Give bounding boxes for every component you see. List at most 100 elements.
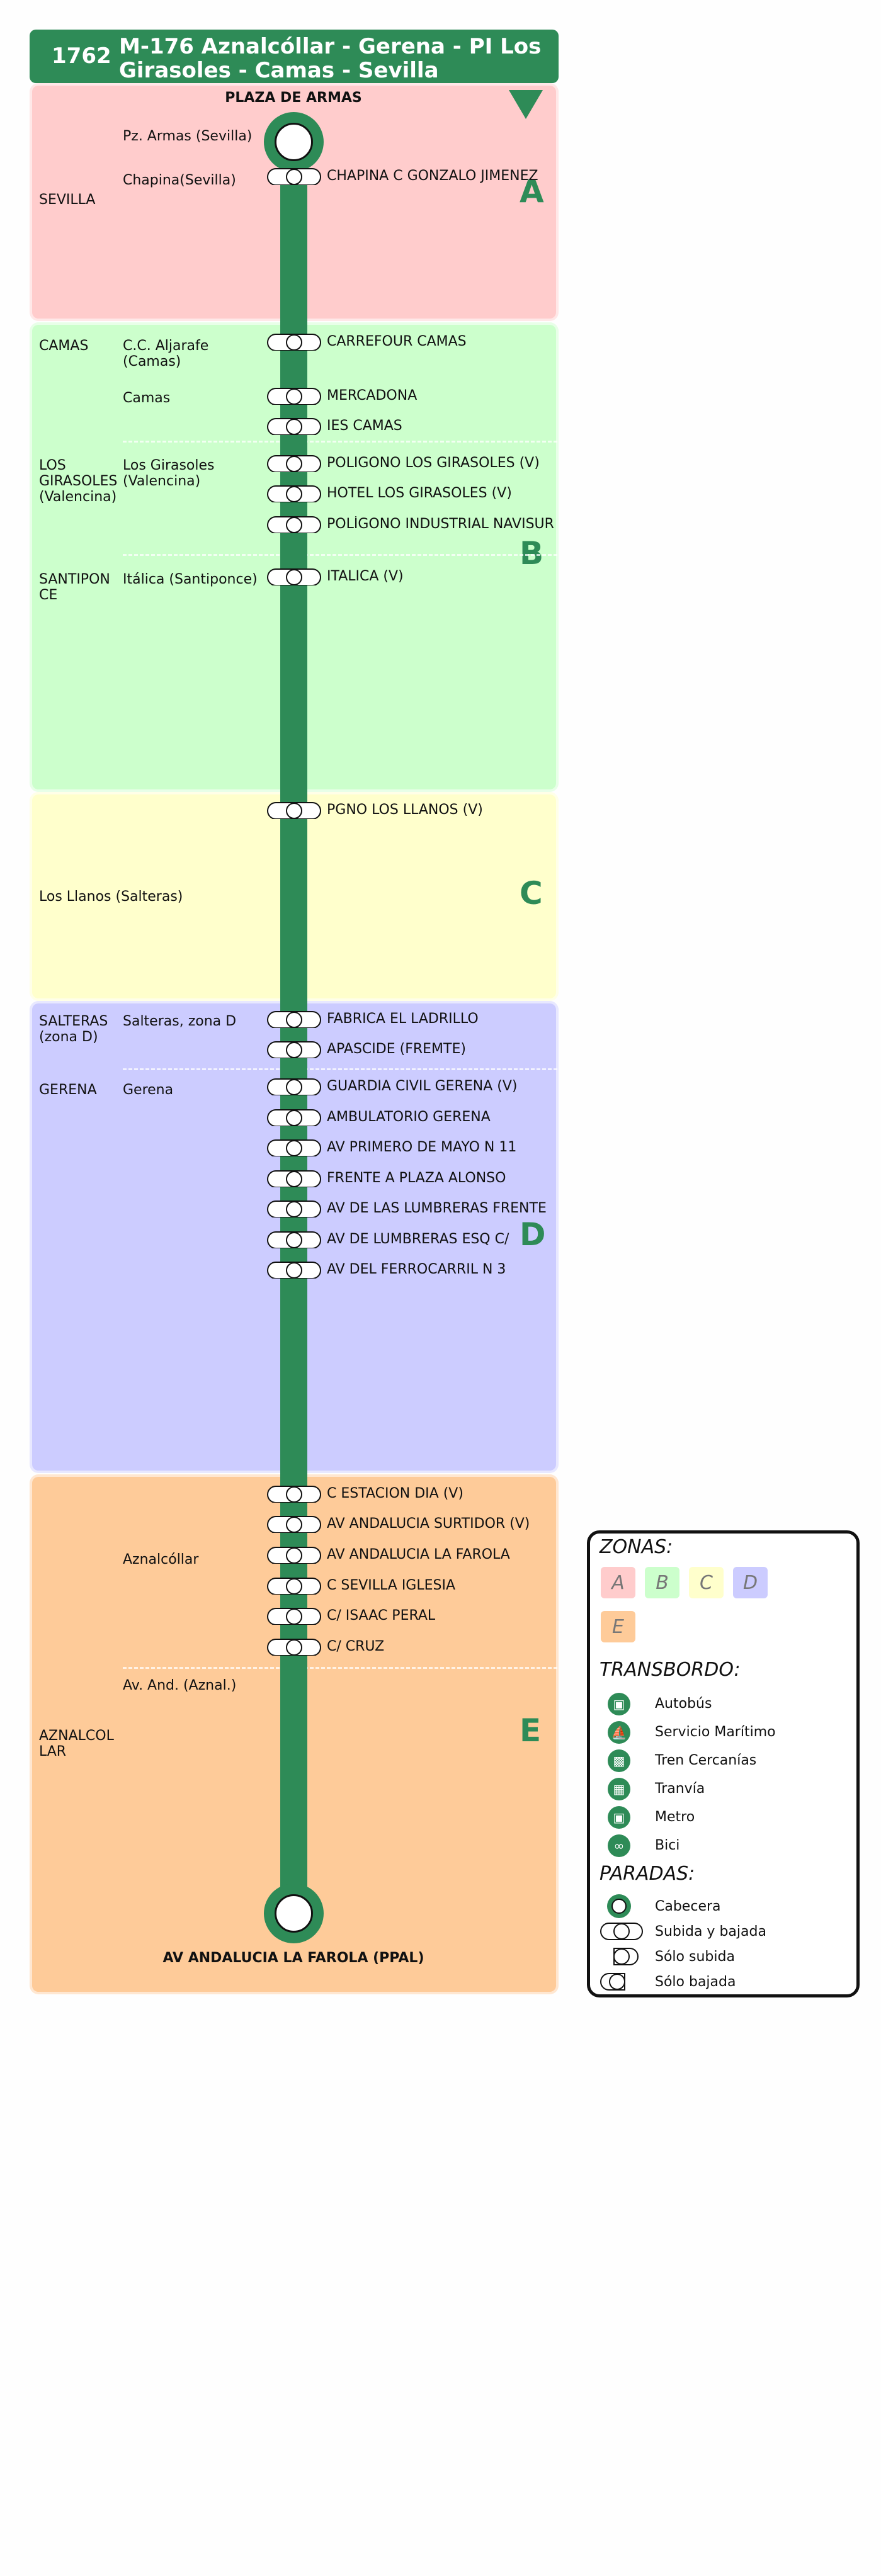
stop-label: AMBULATORIO GERENA [327,1109,491,1125]
stop-marker [267,1516,321,1533]
both-icon [600,1923,643,1940]
stop-marker [267,1547,321,1564]
stop-marker [267,455,321,472]
stop-label: C/ ISAAC PERAL [327,1608,436,1624]
legend-zone-a: A [601,1567,635,1598]
stop-label: APASCIDE (FREMTE) [327,1041,466,1057]
alight-only-icon [600,1973,625,1991]
legend-transfer-label: Metro [655,1809,695,1825]
legend-zone-b: B [645,1567,679,1598]
stop-marker [267,485,321,502]
legend-transfer-label: Bici [655,1838,680,1853]
zone-letter-a: A [520,173,544,210]
stop-label: C/ CRUZ [327,1639,385,1654]
stop-label: C SEVILLA IGLESIA [327,1578,456,1593]
stop-label: ITALICA (V) [327,568,404,584]
stop-marker [267,1041,321,1058]
zone-letter-c: C [520,875,543,912]
stop-label: CARREFOUR CAMAS [327,334,467,349]
tram-icon: ▦ [608,1778,630,1800]
stop-label: AV PRIMERO DE MAYO N 11 [327,1139,517,1155]
triangle-down-icon [509,90,543,119]
stop-marker [267,1200,321,1217]
stop-label: POLÍGONO INDUSTRIAL NAVISUR [327,516,554,532]
locality-label: Gerena [123,1082,174,1098]
legend-transfer-label: Servicio Marítimo [655,1724,776,1740]
stop-marker [267,1262,321,1279]
separator-salteras [123,1068,557,1070]
stop-marker [267,1139,321,1156]
legend-stop-label: Cabecera [655,1899,721,1914]
stop-marker [267,334,321,351]
legend-stops-title: PARADAS: [600,1863,695,1885]
stop-marker [267,568,321,585]
stop-label: AV DEL FERROCARRIL N 3 [327,1262,506,1277]
locality-label: C.C. Aljarafe (Camas) [123,338,209,370]
stop-label: CHAPINA C GONZALO JIMENEZ [327,168,538,184]
stop-label: GUARDIA CIVIL GERENA (V) [327,1078,518,1094]
legend-stop-label: Sólo bajada [655,1974,736,1990]
stop-marker [267,1170,321,1187]
legend-transfer-label: Tren Cercanías [655,1753,757,1768]
legend-box: ZONAS: A B C D E TRANSBORDO: ▣ Autobús ⛵… [587,1530,860,1997]
stop-marker [267,418,321,435]
municipality-label: SANTIPONCE [39,572,110,603]
separator-camas [123,441,557,443]
legend-transfer-title: TRANSBORDO: [600,1659,741,1681]
locality-label: Chapina(Sevilla) [123,172,236,188]
legend-zones-title: ZONAS: [600,1536,673,1558]
line-code: 1762 [52,43,111,69]
stop-label: AV DE LAS LUMBRERAS FRENTE [327,1200,547,1216]
stop-marker [267,1639,321,1656]
legend-zone-e: E [601,1611,635,1642]
stop-marker [267,516,321,533]
stop-label: C ESTACION DIA (V) [327,1486,463,1501]
bus-icon: ▣ [608,1693,630,1715]
legend-stop-label: Subida y bajada [655,1924,766,1940]
municipality-label: Los Llanos (Salteras) [39,889,183,905]
stop-label: FABRICA EL LADRILLO [327,1011,479,1027]
municipality-label: AZNALCOLLAR [39,1728,114,1760]
stop-marker [267,388,321,405]
stop-label: AV ANDALUCIA SURTIDOR (V) [327,1516,530,1532]
locality-label: Salteras, zona D [123,1014,237,1029]
zone-letter-e: E [520,1712,542,1749]
stop-label: IES CAMAS [327,418,402,434]
stop-marker [267,1578,321,1595]
terminal-start-label: PLAZA DE ARMAS [225,90,362,106]
municipality-label: GERENA [39,1082,97,1098]
locality-label: Itálica (Santiponce) [123,572,258,587]
municipality-label: CAMAS [39,338,89,354]
municipality-label: LOS GIRASOLES (Valencina) [39,458,118,505]
locality-label: Pz. Armas (Sevilla) [123,128,253,144]
route-header: 1762 M-176 Aznalcóllar - Gerena - PI Los… [30,30,559,83]
terminal-icon [607,1894,631,1918]
ferry-icon: ⛵ [608,1721,630,1744]
stop-label: AV ANDALUCIA LA FAROLA [327,1547,510,1562]
stop-marker [267,1608,321,1625]
terminal-end-icon [264,1884,324,1943]
legend-zone-c: C [689,1567,724,1598]
route-title: M-176 Aznalcóllar - Gerena - PI Los Gira… [119,34,542,83]
stop-marker [267,802,321,819]
stop-label: HOTEL LOS GIRASOLES (V) [327,485,512,501]
terminal-end-label: AV ANDALUCIA LA FAROLA (PPAL) [162,1950,424,1966]
municipality-label: SEVILLA [39,192,96,208]
stop-marker [267,1011,321,1028]
bike-icon: ∞ [608,1834,630,1857]
locality-label: Los Girasoles (Valencina) [123,458,215,489]
board-only-icon [613,1948,639,1965]
zone-letter-b: B [520,535,544,572]
stop-label: PGNO LOS LLANOS (V) [327,802,483,818]
locality-label: Aznalcóllar [123,1552,199,1568]
legend-zone-d: D [733,1567,768,1598]
stop-marker [267,1486,321,1503]
stop-label: POLIGONO LOS GIRASOLES (V) [327,455,540,471]
separator-girasoles [123,554,557,556]
train-icon: ▩ [608,1749,630,1772]
legend-transfer-label: Autobús [655,1696,712,1712]
locality-label: Av. And. (Aznal.) [123,1678,237,1693]
separator-aznalcollar [123,1667,557,1669]
legend-transfer-label: Tranvía [655,1781,705,1797]
stop-label: FRENTE A PLAZA ALONSO [327,1170,506,1186]
